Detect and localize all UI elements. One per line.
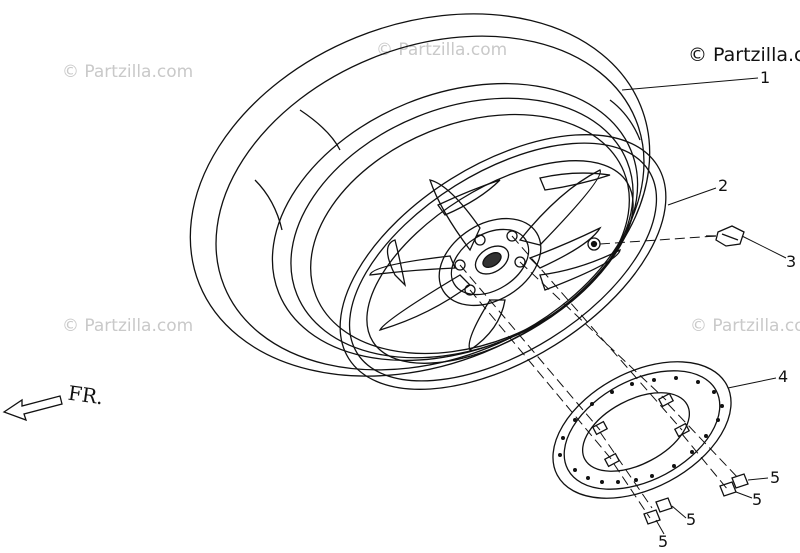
callout-3: 3: [786, 252, 797, 271]
callout-5: 5: [752, 490, 763, 509]
alignment-lines: [459, 235, 741, 519]
callout-5: 5: [686, 510, 697, 529]
callout-1: 1: [760, 68, 771, 87]
watermark: © Partzilla.com: [376, 40, 508, 60]
wheel-rim-icon: [339, 134, 667, 390]
front-direction-label: FR.: [66, 380, 105, 410]
bolt-icon: [643, 473, 749, 525]
copyright-text: © Partzilla.com: [688, 44, 800, 66]
watermark: © Partzilla.com: [690, 316, 800, 336]
leader-lines: [621, 77, 787, 535]
tire-icon: [189, 13, 651, 377]
callout-4: 4: [778, 367, 789, 386]
front-direction-arrow-icon: [2, 395, 63, 422]
watermark: © Partzilla.com: [62, 62, 194, 82]
brake-disc-icon: [552, 361, 732, 499]
callout-5: 5: [658, 532, 669, 551]
callout-2: 2: [718, 176, 729, 195]
callout-5: 5: [770, 468, 781, 487]
watermark: © Partzilla.com: [62, 316, 194, 336]
